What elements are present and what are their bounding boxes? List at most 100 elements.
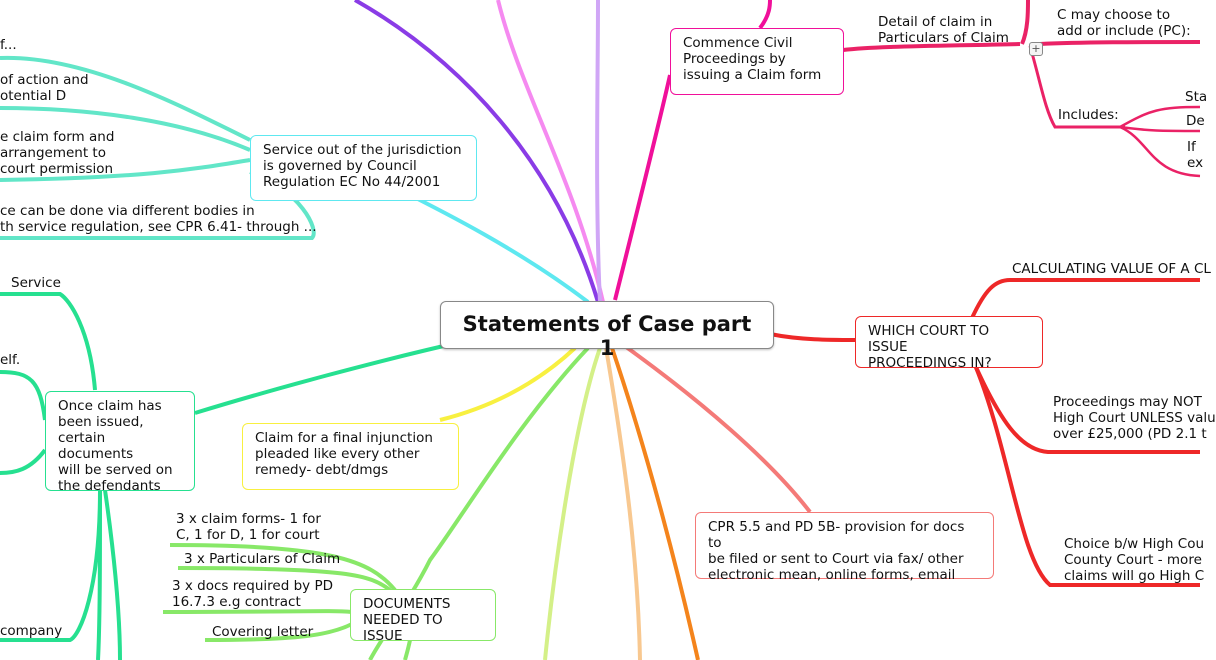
label-line: 16.7.3 e.g contract [172, 594, 301, 610]
edge-once-down2 [103, 489, 122, 660]
label-cause-of-action[interactable]: of action and otential D [0, 72, 89, 104]
label-line: arrangement to [0, 145, 106, 161]
edge-pink-light [496, 0, 605, 303]
label-company[interactable]: company [0, 623, 62, 639]
label-line: Particulars of Claim [878, 30, 1009, 46]
label-line: ex [1187, 155, 1204, 171]
node-line: Commence Civil [683, 35, 793, 51]
node-line: electronic mean, online forms, email [708, 567, 956, 583]
node-line: be filed or sent to Court via fax/ other [708, 551, 964, 567]
label-three-claim-forms[interactable]: 3 x claim forms- 1 for C, 1 for D, 1 for… [176, 511, 321, 543]
node-service-out-of-jurisdiction[interactable]: Service out of the jurisdiction is gover… [250, 135, 477, 201]
label-line: ce can be done via different bodies in [0, 203, 255, 219]
label-line: elf. [0, 352, 21, 368]
label-includes[interactable]: Includes: [1058, 107, 1119, 123]
node-line: PROCEEDINGS IN? [868, 355, 992, 371]
node-line: will be served on [58, 462, 173, 478]
edge-service-f [0, 55, 251, 142]
label-calculating-value[interactable]: CALCULATING VALUE OF A CL [1012, 261, 1211, 277]
label-line: Detail of claim in [878, 14, 993, 30]
node-line: certain documents [58, 430, 134, 462]
edge-service-claimform [0, 158, 251, 182]
label-sta[interactable]: Sta [1185, 89, 1207, 105]
expand-plus-icon[interactable]: + [1029, 42, 1043, 56]
label-line: Includes: [1058, 107, 1119, 123]
node-final-injunction[interactable]: Claim for a final injunction pleaded lik… [242, 423, 459, 490]
edge-detail-includes [1028, 45, 1125, 129]
edge-lime2 [543, 347, 602, 660]
label-claim-form-arrangement[interactable]: e claim form and arrangement to court pe… [0, 129, 114, 177]
edge-once-service [0, 292, 97, 391]
label-choice-high-court[interactable]: Choice b/w High Cou County Court - more … [1064, 536, 1204, 584]
node-line: Once claim has [58, 398, 162, 414]
label-line: over £25,000 (PD 2.1 t [1053, 426, 1207, 442]
edge-includes-de [1119, 125, 1201, 133]
label-line: 3 x docs required by PD [172, 578, 333, 594]
node-line: remedy- debt/dmgs [255, 462, 389, 478]
edge-service-action [0, 106, 251, 152]
node-line: been issued, [58, 414, 144, 430]
node-commence-proceedings[interactable]: Commence Civil Proceedings by issuing a … [670, 28, 844, 95]
node-line: CPR 5.5 and PD 5B- provision for docs to [708, 519, 965, 551]
label-three-docs-pd[interactable]: 3 x docs required by PD 16.7.3 e.g contr… [172, 578, 333, 610]
node-which-court[interactable]: WHICH COURT TO ISSUE PROCEEDINGS IN? [855, 316, 1043, 371]
label-line: of action and [0, 72, 89, 88]
label-line: add or include (PC): [1057, 23, 1191, 39]
label-line: 3 x claim forms- 1 for [176, 511, 321, 527]
edge-red [769, 332, 856, 342]
label-line: County Court - more [1064, 552, 1202, 568]
label-line: If [1187, 139, 1196, 155]
label-line: th service regulation, see CPR 6.41- thr… [0, 219, 317, 235]
node-line: pleaded like every other [255, 446, 420, 462]
edge-salmon [620, 342, 812, 514]
label-service-bodies[interactable]: ce can be done via different bodies in t… [0, 203, 317, 235]
node-cpr-5-5[interactable]: CPR 5.5 and PD 5B- provision for docs to… [695, 512, 994, 583]
node-line: NEEDED TO ISSUE [363, 612, 443, 644]
label-line: CALCULATING VALUE OF A CL [1012, 261, 1211, 277]
label-three-particulars[interactable]: 3 x Particulars of Claim [184, 551, 340, 567]
label-proceedings-may-not[interactable]: Proceedings may NOT High Court UNLESS va… [1053, 394, 1216, 442]
label-line: Service [11, 275, 61, 291]
label-line: Choice b/w High Cou [1064, 536, 1205, 552]
label-line: High Court UNLESS valu [1053, 410, 1216, 426]
node-once-claim-issued[interactable]: Once claim has been issued, certain docu… [45, 391, 195, 494]
central-topic[interactable]: Statements of Case part 1 [440, 301, 774, 360]
edge-once-elf [0, 370, 47, 421]
edge-includes-if [1119, 125, 1201, 178]
edge-purple [354, 0, 600, 303]
edge-yellow [439, 346, 577, 422]
label-line: C, 1 for D, 1 for court [176, 527, 320, 543]
label-f-truncated[interactable]: f... [0, 37, 17, 53]
node-documents-needed[interactable]: DOCUMENTS NEEDED TO ISSUE [350, 589, 496, 644]
label-c-may-choose[interactable]: C may choose to add or include (PC): [1057, 7, 1191, 39]
label-line: company [0, 623, 63, 639]
node-line: Proceedings by [683, 51, 786, 67]
label-line: f... [0, 37, 17, 53]
label-line: court permission [0, 161, 114, 177]
edge-once-lower [0, 448, 47, 475]
label-line: Sta [1185, 89, 1208, 105]
edge-docs-down [403, 639, 412, 660]
label-elf[interactable]: elf. [0, 352, 20, 368]
node-line: Service out of the jurisdiction [263, 142, 462, 158]
edge-detail-cmay [1039, 40, 1201, 46]
label-covering-letter[interactable]: Covering letter [212, 624, 313, 640]
label-detail-of-claim[interactable]: Detail of claim in Particulars of Claim [878, 14, 1009, 46]
edge-peach [604, 347, 642, 660]
edge-once-down1 [96, 489, 102, 660]
edge-green [194, 338, 471, 415]
label-if-ex[interactable]: If ex [1187, 139, 1203, 171]
label-line: Covering letter [212, 624, 314, 640]
label-service[interactable]: Service [11, 275, 61, 291]
edge-magenta-commence [613, 74, 672, 301]
label-line: C may choose to [1057, 7, 1171, 23]
edge-orange [610, 347, 700, 660]
edge-docs-forms [169, 543, 397, 592]
label-de[interactable]: De [1186, 113, 1205, 129]
edge-commence-detail [842, 42, 1021, 52]
node-line: DOCUMENTS [363, 596, 451, 612]
edge-magenta-up [758, 0, 772, 30]
node-line: WHICH COURT TO ISSUE [868, 323, 990, 355]
edge-includes-sta [1119, 105, 1201, 129]
